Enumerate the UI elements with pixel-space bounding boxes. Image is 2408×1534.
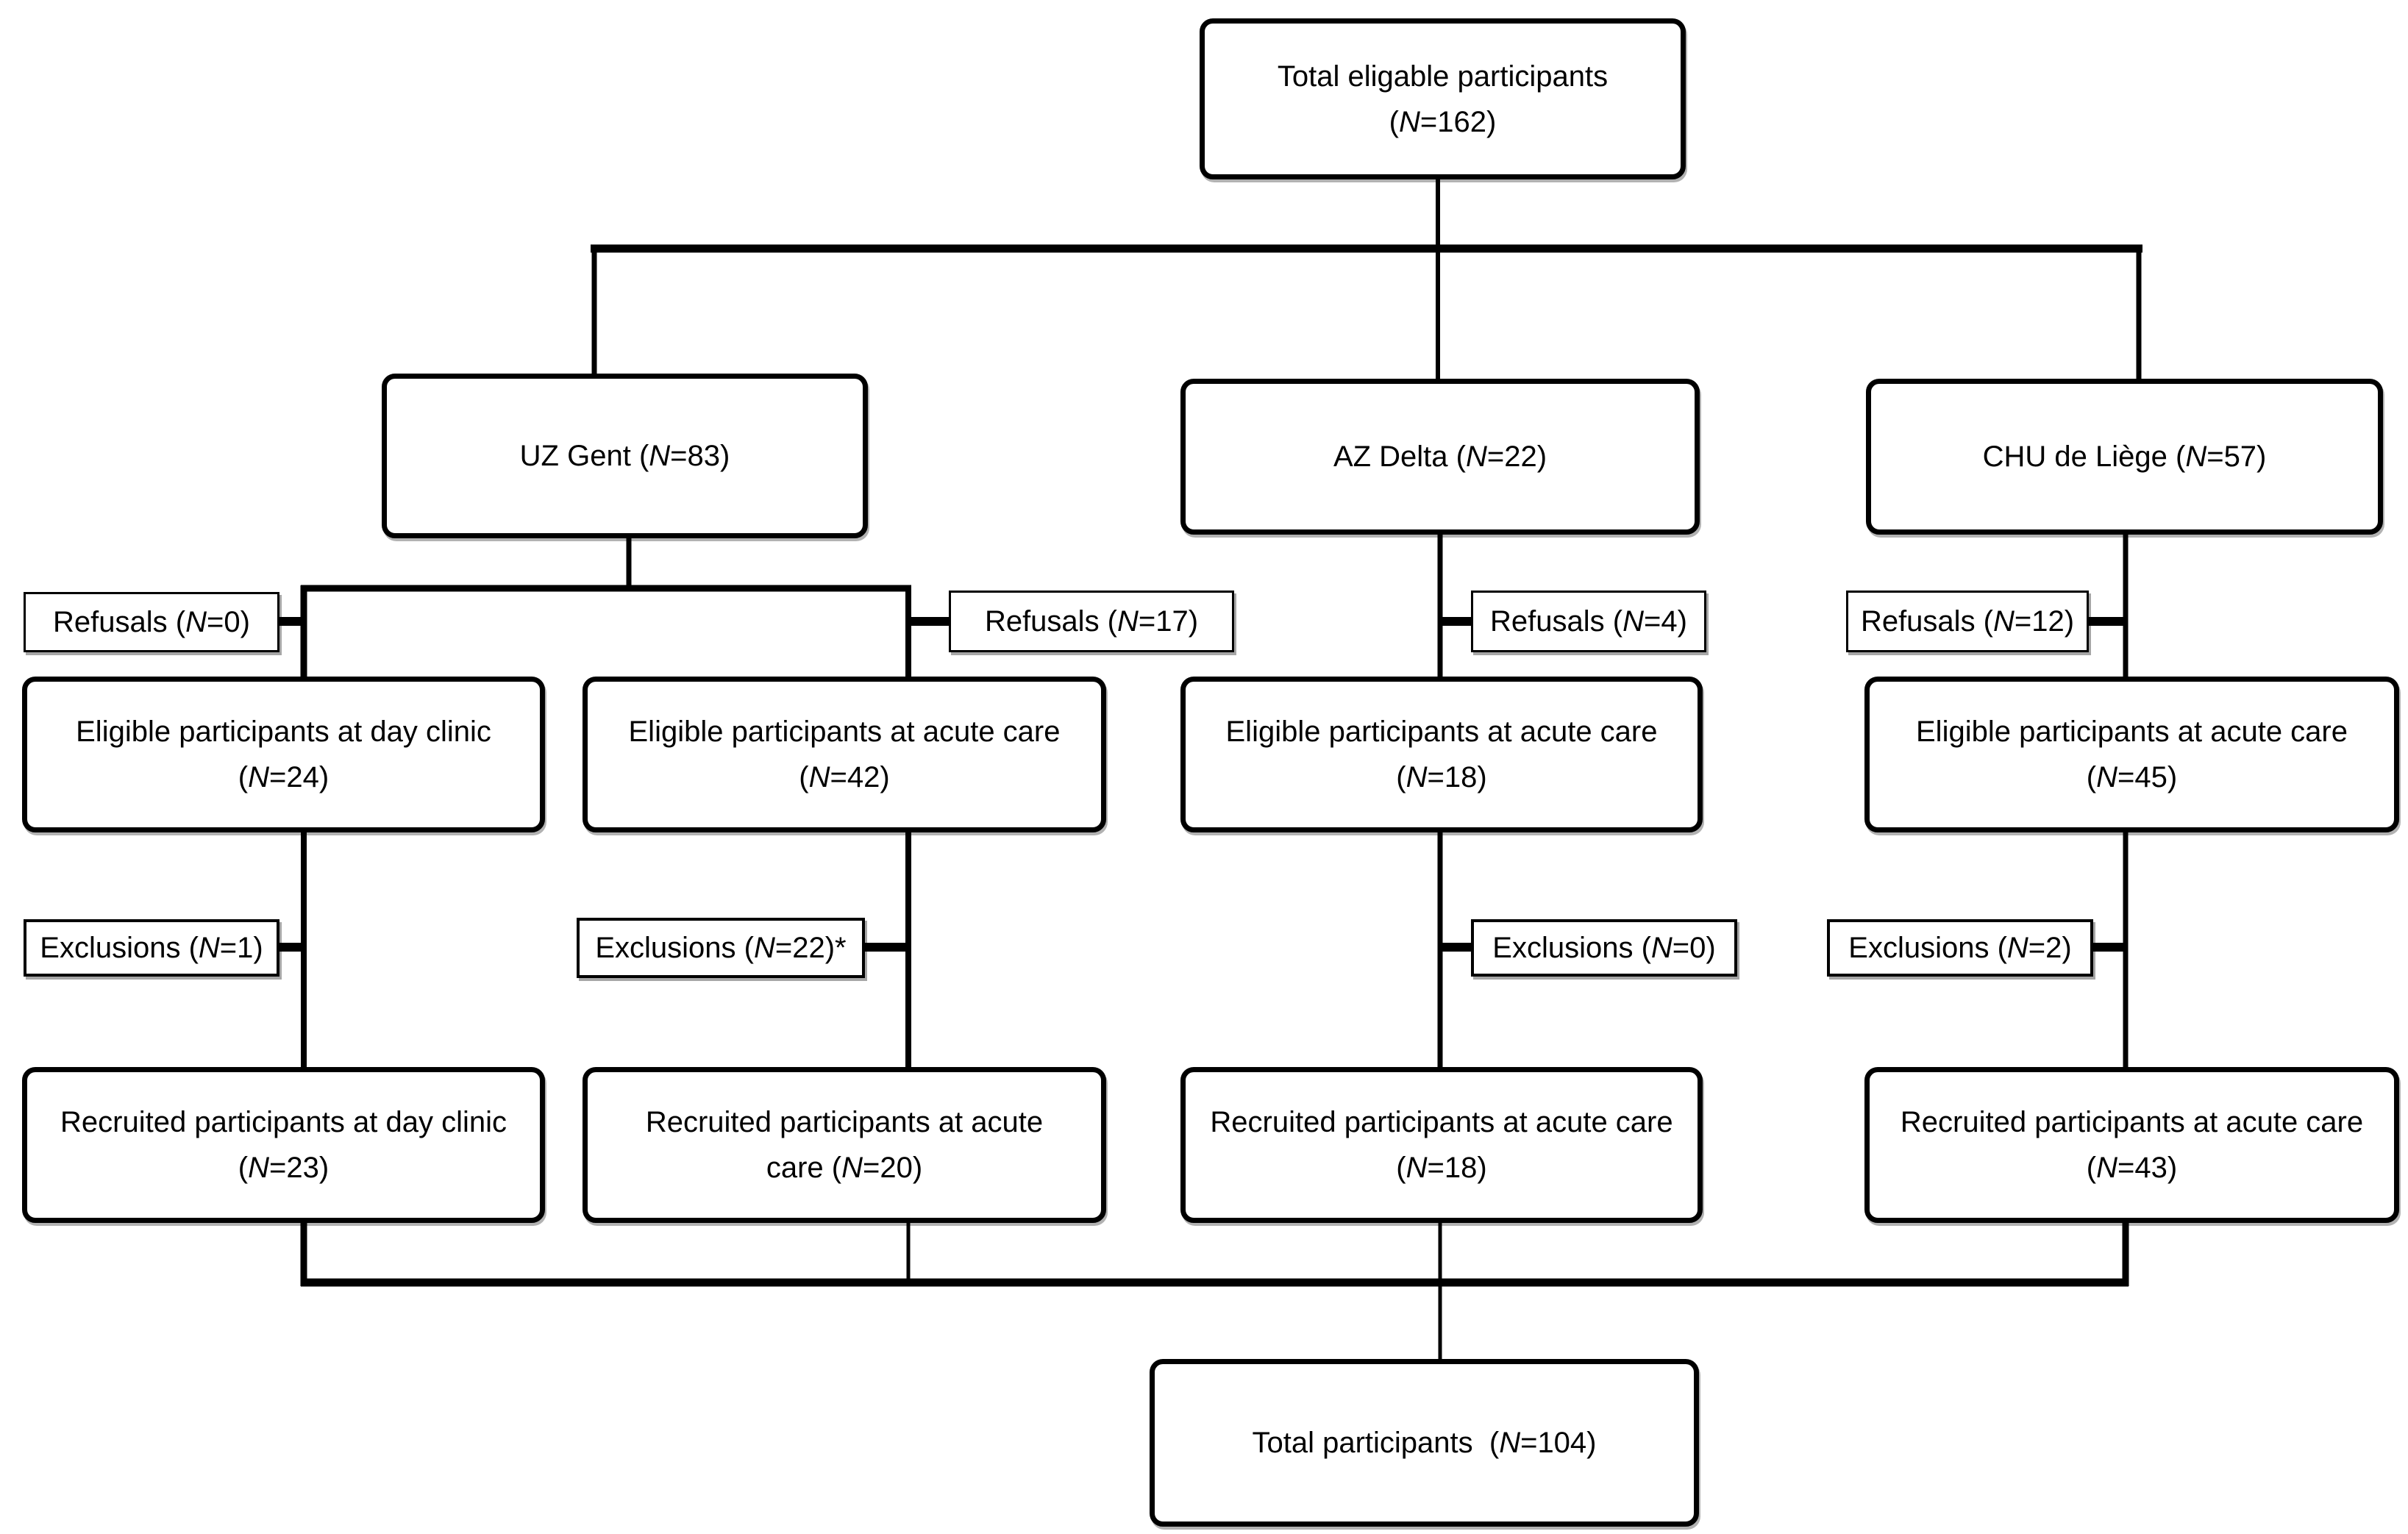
- node-label-line: Exclusions (N=22)*: [595, 932, 847, 964]
- node-label-line: (N=24): [238, 761, 330, 793]
- node-recruited-uz-acute: Recruited participants at acute care (N=2…: [583, 1067, 1106, 1223]
- node-label-line: Recruited participants at day clinic: [60, 1106, 507, 1138]
- node-label-line: Exclusions (N=2): [1848, 932, 2072, 964]
- node-label-line: Eligible participants at day clinic: [76, 716, 491, 748]
- connector-merge: [300, 1219, 2129, 1362]
- node-exclusions-day-clinic: Exclusions (N=1): [24, 919, 279, 977]
- node-label-line: Eligible participants at acute care: [1916, 716, 2348, 748]
- node-label-line: (N=23): [238, 1152, 330, 1184]
- node-label-line: Refusals (N=0): [53, 606, 250, 638]
- node-label-line: UZ Gent (N=83): [519, 440, 730, 472]
- node-total-eligible-participants: Total eligable participants (N=162): [1200, 18, 1686, 179]
- connector-az-chu-columns: [1437, 531, 2129, 680]
- node-refusals-uz-acute: Refusals (N=17): [949, 591, 1234, 652]
- node-chu-de-liege: CHU de Liège (N=57): [1866, 379, 2383, 535]
- node-label-line: Recruited participants at acute: [645, 1106, 1044, 1138]
- node-label-line: Total participants (N=104): [1252, 1427, 1597, 1459]
- node-label-line: Refusals (N=17): [984, 605, 1199, 638]
- node-label-line: (N=42): [799, 761, 890, 793]
- node-label-line: Recruited participants at acute care: [1210, 1106, 1673, 1138]
- node-exclusions-chu: Exclusions (N=2): [1827, 919, 2093, 977]
- node-refusals-az: Refusals (N=4): [1471, 591, 1706, 652]
- node-refusals-chu: Refusals (N=12): [1846, 591, 2089, 652]
- node-label-line: Refusals (N=12): [1860, 605, 2075, 638]
- node-label-line: Refusals (N=4): [1490, 605, 1687, 638]
- node-uz-gent: UZ Gent (N=83): [382, 374, 868, 538]
- node-label-line: (N=18): [1396, 761, 1487, 793]
- node-refusals-uz-day: Refusals (N=0): [24, 592, 279, 652]
- node-label-line: Total eligable participants: [1277, 60, 1609, 93]
- node-label-line: AZ Delta (N=22): [1333, 440, 1547, 473]
- connector-exclusion-columns: [276, 830, 2129, 1071]
- node-exclusions-az: Exclusions (N=0): [1471, 919, 1737, 977]
- node-label-line: Eligible participants at acute care: [1225, 716, 1658, 748]
- node-exclusions-uz-acute: Exclusions (N=22)*: [577, 918, 865, 978]
- node-label-line: Exclusions (N=0): [1492, 932, 1716, 964]
- node-label-line: Recruited participants at acute care: [1900, 1106, 2364, 1138]
- connector-uz-split: [276, 538, 949, 680]
- node-label-line: (N=18): [1396, 1152, 1487, 1184]
- node-az-delta: AZ Delta (N=22): [1180, 379, 1700, 535]
- node-recruited-chu: Recruited participants at acute care (N=4…: [1864, 1067, 2399, 1223]
- node-eligible-day-clinic: Eligible participants at day clinic (N=24…: [22, 677, 545, 832]
- node-label-line: (N=45): [2086, 761, 2178, 793]
- node-eligible-az: Eligible participants at acute care (N=18…: [1180, 677, 1703, 832]
- node-label-line: Eligible participants at acute care: [628, 716, 1061, 748]
- node-label-line: CHU de Liège (N=57): [1982, 440, 2267, 473]
- node-label-line: Exclusions (N=1): [40, 932, 263, 964]
- node-total-participants: Total participants (N=104): [1150, 1359, 1699, 1527]
- node-label-line: (N=162): [1389, 105, 1497, 138]
- node-recruited-az: Recruited participants at acute care (N=1…: [1180, 1067, 1703, 1223]
- node-recruited-day-clinic: Recruited participants at day clinic (N=2…: [22, 1067, 545, 1223]
- node-eligible-chu: Eligible participants at acute care (N=45…: [1864, 677, 2399, 832]
- node-label-line: care (N=20): [766, 1152, 923, 1184]
- node-label-line: (N=43): [2086, 1152, 2178, 1184]
- node-eligible-uz-acute: Eligible participants at acute care (N=42…: [583, 677, 1106, 832]
- connector-top-branch: [591, 176, 2142, 382]
